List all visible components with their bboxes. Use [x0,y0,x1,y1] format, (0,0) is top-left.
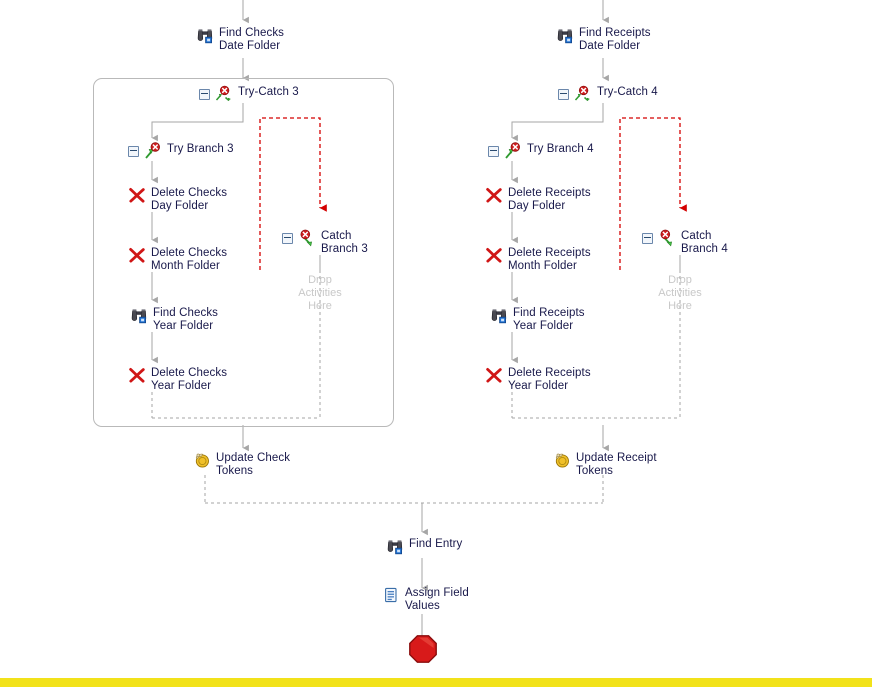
binoculars-icon [386,537,404,555]
node-delete-receipts-year-folder[interactable]: Delete Receipts Year Folder [485,366,591,393]
node-try-branch-4[interactable]: Try Branch 4 [488,142,594,160]
node-label: Find Entry [409,538,463,550]
node-find-checks-date-folder[interactable]: Find Checks Date Folder [196,26,284,53]
coin-icon [553,451,571,469]
node-try-catch-4[interactable]: Try-Catch 4 [558,85,658,103]
node-label: Find Receipts Date Folder [579,27,651,52]
stop-octagon-icon [408,634,438,664]
node-find-entry[interactable]: Find Entry [386,537,462,555]
node-try-branch-3[interactable]: Try Branch 3 [128,142,234,160]
node-label: Try-Catch 4 [597,86,658,98]
collapse-expander-icon[interactable] [558,89,569,100]
node-label: Delete Checks Month Folder [151,247,228,272]
binoculars-icon [556,26,574,44]
node-catch-branch-3[interactable]: Catch Branch 3 [282,229,368,256]
node-label: Delete Checks Day Folder [151,187,228,212]
node-label: Find Receipts Year Folder [513,307,585,332]
node-label: Find Checks Year Folder [153,307,219,332]
collapse-expander-icon[interactable] [199,89,210,100]
red-x-icon [128,246,146,264]
collapse-expander-icon[interactable] [642,233,653,244]
node-label: Delete Receipts Month Folder [508,247,591,272]
node-catch-branch-4[interactable]: Catch Branch 4 [642,229,728,256]
red-x-icon [128,186,146,204]
try-catch-3-container [93,78,394,427]
try-branch-icon [504,142,522,160]
node-update-check-tokens[interactable]: Update Check Tokens [193,451,290,478]
node-find-checks-year-folder[interactable]: Find Checks Year Folder [130,306,218,333]
red-x-icon [485,246,503,264]
node-label: Delete Receipts Day Folder [508,187,591,212]
node-label: Catch Branch 3 [321,230,368,255]
node-label: Update Check Tokens [216,452,291,477]
node-label: Find Checks Date Folder [219,27,285,52]
drop-activities-placeholder-3[interactable]: Drop Activities Here [298,274,342,312]
red-x-icon [485,186,503,204]
node-label: Update Receipt Tokens [576,452,657,477]
catch-branch-icon [298,229,316,247]
try-catch-icon [574,85,592,103]
node-delete-checks-year-folder[interactable]: Delete Checks Year Folder [128,366,227,393]
red-x-icon [485,366,503,384]
node-label: Try-Catch 3 [238,86,299,98]
node-label: Try Branch 3 [167,143,234,155]
node-label: Assign Field Values [405,587,469,612]
collapse-expander-icon[interactable] [488,146,499,157]
node-delete-checks-day-folder[interactable]: Delete Checks Day Folder [128,186,227,213]
node-try-catch-3[interactable]: Try-Catch 3 [199,85,299,103]
assign-document-icon [382,586,400,604]
bottom-status-bar [0,678,872,687]
node-delete-receipts-month-folder[interactable]: Delete Receipts Month Folder [485,246,591,273]
node-label: Delete Receipts Year Folder [508,367,591,392]
catch-branch-icon [658,229,676,247]
node-label: Delete Checks Year Folder [151,367,228,392]
node-label: Catch Branch 4 [681,230,728,255]
node-update-receipt-tokens[interactable]: Update Receipt Tokens [553,451,657,478]
binoculars-icon [490,306,508,324]
binoculars-icon [130,306,148,324]
node-find-receipts-date-folder[interactable]: Find Receipts Date Folder [556,26,651,53]
try-branch-icon [144,142,162,160]
node-assign-field-values[interactable]: Assign Field Values [382,586,469,613]
coin-icon [193,451,211,469]
drop-activities-placeholder-4[interactable]: Drop Activities Here [658,274,702,312]
red-x-icon [128,366,146,384]
collapse-expander-icon[interactable] [128,146,139,157]
try-catch-icon [215,85,233,103]
binoculars-icon [196,26,214,44]
node-find-receipts-year-folder[interactable]: Find Receipts Year Folder [490,306,585,333]
node-delete-checks-month-folder[interactable]: Delete Checks Month Folder [128,246,227,273]
collapse-expander-icon[interactable] [282,233,293,244]
node-stop[interactable] [408,634,443,664]
node-label: Try Branch 4 [527,143,594,155]
node-delete-receipts-day-folder[interactable]: Delete Receipts Day Folder [485,186,591,213]
